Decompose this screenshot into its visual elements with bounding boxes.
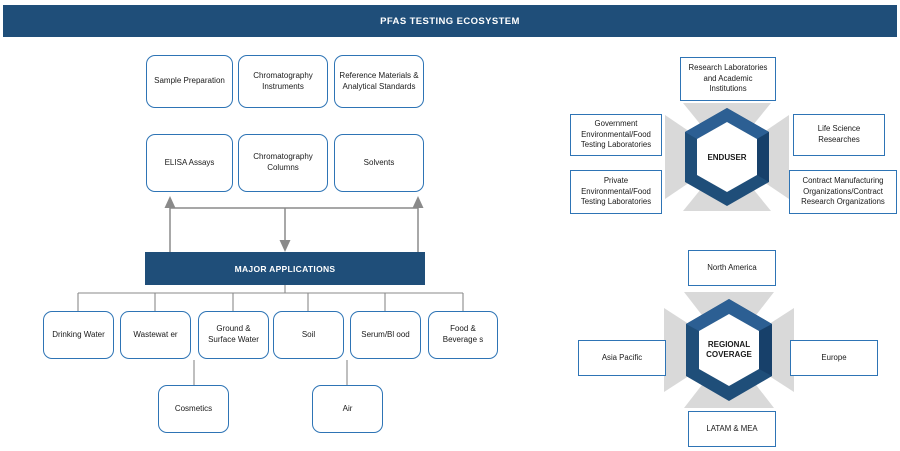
product-label: Solvents [363,157,395,167]
application-label: Air [342,403,353,413]
arrow-up-left [164,196,176,208]
application-box-food-beverages[interactable]: Food & Beverage s [428,311,498,359]
application-label: Soil [301,329,316,339]
major-applications-bar: MAJOR APPLICATIONS [145,252,425,285]
application-label: Cosmetics [174,403,213,413]
enduser-node-government-labs[interactable]: Government Environmental/Food Testing La… [570,114,662,156]
application-label: Drinking Water [52,329,105,339]
enduser-node-label: Private Environmental/Food Testing Labor… [580,176,652,207]
application-box-soil[interactable]: Soil [273,311,344,359]
product-label: ELISA Assays [164,157,215,167]
arrow-up-right [412,196,424,208]
product-label: Reference Materials & Analytical Standar… [339,70,419,91]
application-box-air[interactable]: Air [312,385,383,433]
application-box-serum-blood[interactable]: Serum/Bl ood [350,311,421,359]
product-box-chromatography-instruments[interactable]: Chromatography Instruments [238,55,328,108]
page-title: PFAS TESTING ECOSYSTEM [380,15,520,27]
product-label: Chromatography Instruments [253,70,313,91]
product-box-chromatography-columns[interactable]: Chromatography Columns [238,134,328,192]
product-box-solvents[interactable]: Solvents [334,134,424,192]
product-box-elisa-assays[interactable]: ELISA Assays [146,134,233,192]
enduser-node-life-science[interactable]: Life Science Researches [793,114,885,156]
application-label: Serum/Bl ood [361,329,410,339]
enduser-node-label: Life Science Researches [817,124,861,144]
enduser-node-label: Government Environmental/Food Testing La… [580,119,652,150]
regional-node-label: North America [707,262,757,272]
regional-node-label: Asia Pacific [601,352,643,362]
regional-node-europe[interactable]: Europe [790,340,878,376]
application-box-cosmetics[interactable]: Cosmetics [158,385,229,433]
application-box-drinking-water[interactable]: Drinking Water [43,311,114,359]
enduser-node-research-laboratories[interactable]: Research Laboratories and Academic Insti… [680,57,776,101]
regional-center-label: REGIONAL COVERAGE [706,340,752,359]
application-box-ground-surface-water[interactable]: Ground & Surface Water [198,311,269,359]
page-header: PFAS TESTING ECOSYSTEM [3,5,897,37]
application-label: Wastewat er [133,329,178,339]
regional-node-label: LATAM & MEA [706,423,758,433]
product-box-sample-preparation[interactable]: Sample Preparation [146,55,233,108]
product-box-reference-materials[interactable]: Reference Materials & Analytical Standar… [334,55,424,108]
regional-node-label: Europe [821,352,847,362]
enduser-node-private-labs[interactable]: Private Environmental/Food Testing Labor… [570,170,662,214]
application-box-wastewater[interactable]: Wastewat er [120,311,191,359]
enduser-center-label: ENDUSER [707,153,747,162]
arrow-down-center [279,240,291,252]
enduser-node-label: Research Laboratories and Academic Insti… [688,63,768,94]
enduser-hexagon-facet-top [685,108,769,139]
application-label: Ground & Surface Water [208,324,259,344]
regional-node-north-america[interactable]: North America [688,250,776,286]
regional-node-asia-pacific[interactable]: Asia Pacific [578,340,666,376]
product-label: Sample Preparation [154,76,225,86]
enduser-node-cmo-cro[interactable]: Contract Manufacturing Organizations/Con… [789,170,897,214]
product-label: Chromatography Columns [253,152,313,172]
major-applications-label: MAJOR APPLICATIONS [234,263,336,274]
application-label: Food & Beverage s [442,324,484,344]
regional-node-latam-mea[interactable]: LATAM & MEA [688,411,776,447]
regional-hexagon-facet-top [686,299,772,331]
enduser-node-label: Contract Manufacturing Organizations/Con… [801,176,885,207]
